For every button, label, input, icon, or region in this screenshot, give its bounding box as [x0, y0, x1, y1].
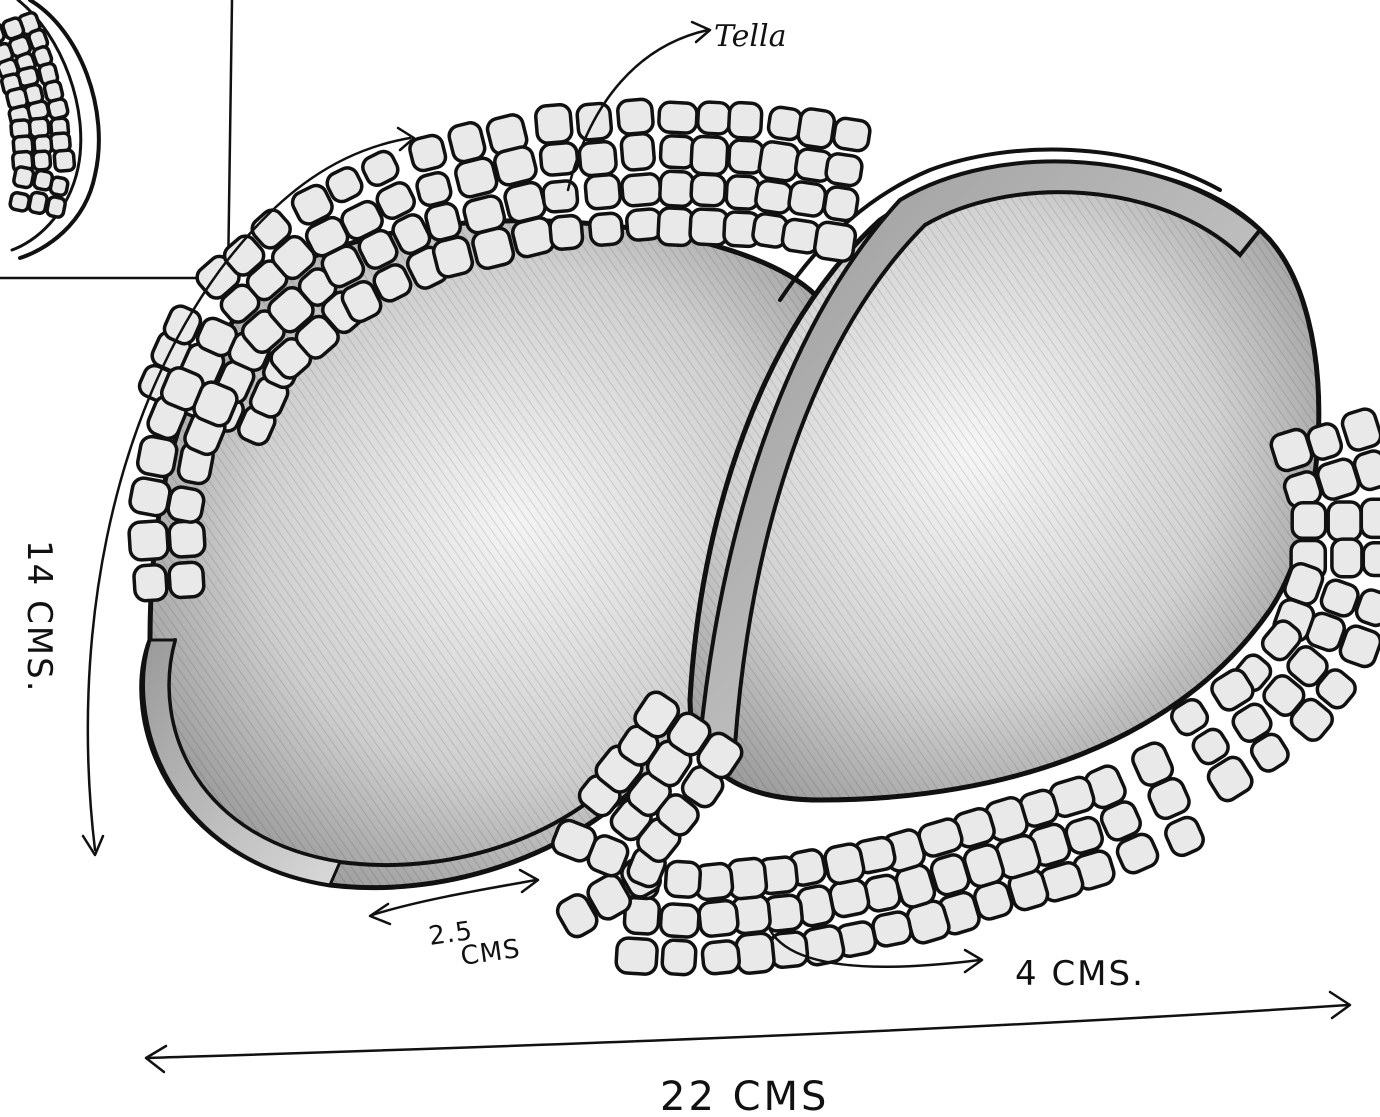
braid-cell	[823, 186, 859, 222]
braid-cell	[589, 213, 623, 246]
braid-cell	[735, 932, 775, 974]
braid-cell	[54, 150, 75, 172]
braid-cell	[579, 141, 617, 176]
braid-cell	[797, 108, 836, 150]
braid-cell	[535, 104, 573, 144]
height-dimension-label: 14 CMS.	[19, 540, 59, 694]
braid-cell	[754, 179, 793, 214]
callout-label: Tella	[714, 19, 787, 54]
braid-cell	[832, 117, 871, 152]
braid-cell	[1363, 543, 1380, 576]
braid-cell	[549, 215, 583, 250]
braid-cell	[1328, 502, 1361, 540]
braid-cell	[1340, 406, 1380, 452]
braid-cell	[585, 174, 621, 210]
braid-cell	[169, 520, 206, 557]
braid-cell	[13, 166, 35, 188]
braid-cell	[659, 171, 694, 207]
braid-cell	[662, 940, 697, 976]
braid-cell	[1292, 503, 1326, 539]
braid-cell	[166, 485, 205, 524]
braid-cell	[431, 235, 474, 279]
braid-cell	[493, 145, 539, 187]
inset-thumbnail	[0, 0, 232, 278]
braid-cell	[660, 903, 700, 937]
braid-cell	[511, 216, 556, 259]
braid-cell	[728, 102, 762, 139]
braid-cell	[726, 175, 760, 209]
braid-cell	[169, 562, 205, 598]
braid-cell	[1332, 539, 1362, 577]
braid-cell	[33, 151, 51, 171]
braid-cell	[691, 174, 726, 207]
braid-cell	[758, 140, 800, 182]
braid-cell	[471, 226, 516, 270]
braid-cell	[621, 173, 661, 206]
braid-cell	[823, 842, 865, 885]
inset-weave-cells	[0, 11, 75, 218]
braid-cell	[825, 152, 864, 186]
braid-cell	[454, 156, 499, 199]
braid-cell	[1361, 499, 1380, 537]
braid-cell	[658, 102, 697, 134]
braid-cell	[690, 209, 729, 246]
braid-cell	[128, 520, 168, 560]
braid-cell	[1162, 814, 1207, 859]
braid-cell	[701, 940, 740, 975]
braid-cell	[788, 181, 827, 218]
braid-cell	[47, 98, 69, 120]
braid-cell	[617, 99, 654, 135]
width-dimension-label: 22 CMS	[660, 1074, 829, 1117]
braid-cell	[9, 192, 30, 212]
width-dimension-arrow	[146, 992, 1350, 1072]
braid-cell	[128, 476, 171, 517]
braid-cell	[691, 136, 728, 175]
band-dimension-label: 4 CMS.	[1015, 954, 1145, 994]
braid-cell	[616, 937, 658, 974]
braid-cell	[621, 133, 655, 171]
braid-cell	[871, 910, 913, 948]
braid-cell	[133, 564, 167, 601]
braid-cell	[698, 900, 739, 937]
braid-cell	[136, 435, 179, 479]
braid-cell	[28, 192, 48, 215]
braid-cell	[813, 221, 856, 263]
braid-cell	[33, 170, 53, 191]
braid-cell	[658, 207, 694, 245]
braid-cell	[542, 180, 578, 213]
braid-cell	[46, 196, 66, 218]
braid-cell	[665, 861, 701, 898]
braid-cell	[697, 102, 730, 135]
